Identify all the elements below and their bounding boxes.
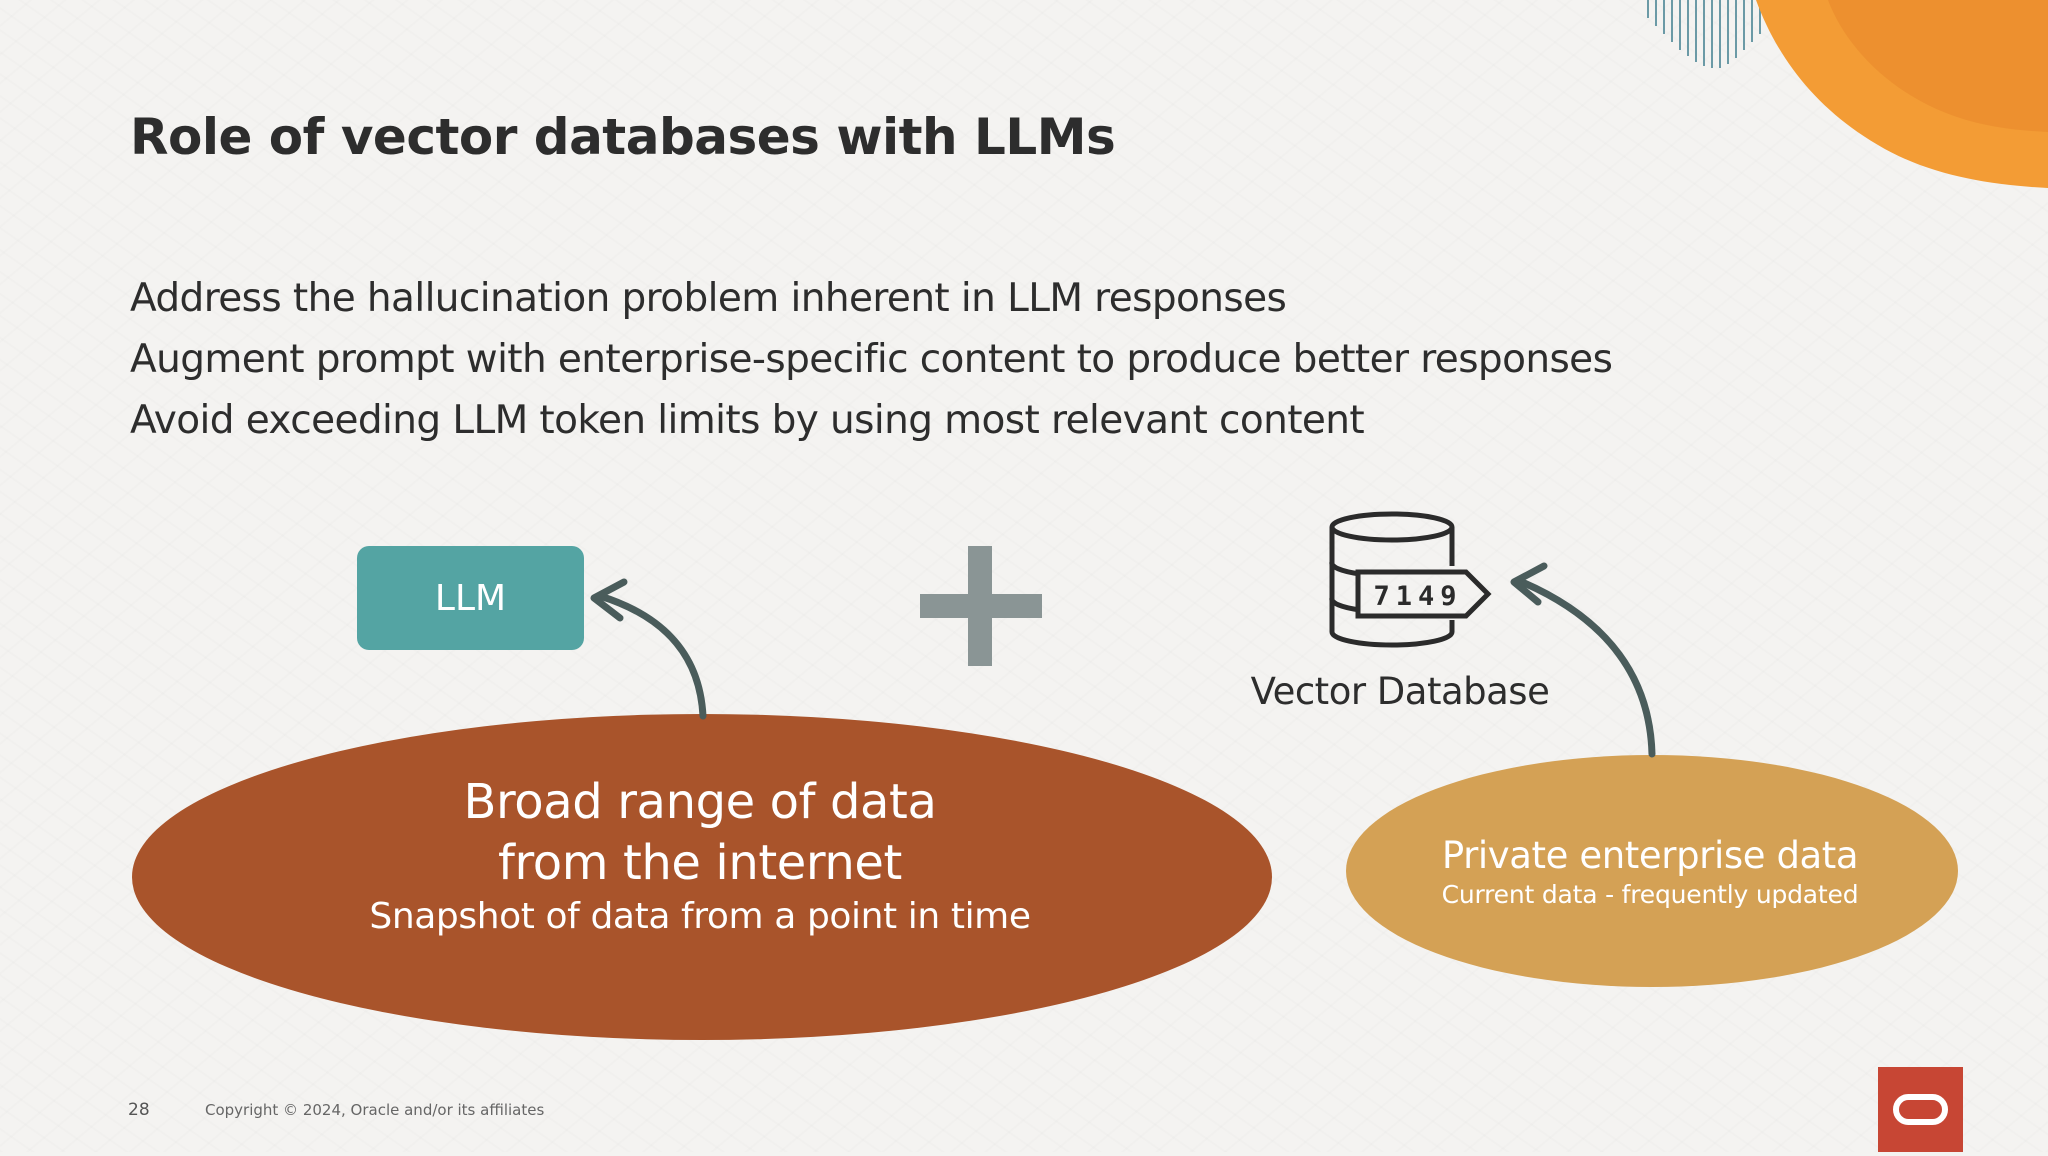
- page-number: 28: [128, 1100, 150, 1120]
- llm-node: LLM: [357, 546, 584, 650]
- arrow-to-vector-db-head: [1510, 562, 1548, 606]
- arrow-to-llm-head: [590, 578, 628, 622]
- vector-database-label: Vector Database: [1250, 670, 1550, 713]
- oracle-logo: [1878, 1067, 1963, 1152]
- database-icon-digits: 7149: [1373, 581, 1462, 612]
- arrow-to-llm: [596, 592, 707, 720]
- llm-label: LLM: [434, 577, 507, 619]
- internet-data-subtitle: Snapshot of data from a point in time: [369, 896, 1031, 937]
- copyright-text: Copyright © 2024, Oracle and/or its affi…: [205, 1101, 545, 1119]
- bullet-list: Address the hallucination problem inhere…: [130, 268, 1613, 451]
- bullet-item: Augment prompt with enterprise-specific …: [130, 337, 1613, 382]
- enterprise-data-subtitle: Current data - frequently updated: [1441, 880, 1859, 909]
- database-icon: [1329, 511, 1492, 648]
- arrow-to-vector-db: [1518, 578, 1656, 758]
- bullet-item: Address the hallucination problem inhere…: [130, 276, 1287, 321]
- slide-title: Role of vector databases with LLMs: [130, 108, 1116, 166]
- corner-decoration: [1647, 0, 2048, 188]
- internet-data-title: Broad range of data from the internet: [300, 772, 1100, 894]
- bullet-item: Avoid exceeding LLM token limits by usin…: [130, 398, 1365, 443]
- internet-data-oval: [132, 714, 1272, 1040]
- oracle-logo-icon: [1893, 1094, 1948, 1125]
- internet-data-text: Broad range of data from the internet Sn…: [300, 772, 1100, 942]
- enterprise-data-title: Private enterprise data: [1441, 834, 1859, 877]
- internet-data-line2: from the internet: [498, 835, 902, 891]
- internet-data-line1: Broad range of data: [463, 774, 937, 830]
- plus-icon: [920, 546, 1042, 666]
- enterprise-data-text: Private enterprise data Current data - f…: [1345, 832, 1955, 910]
- enterprise-data-oval: [1346, 755, 1958, 987]
